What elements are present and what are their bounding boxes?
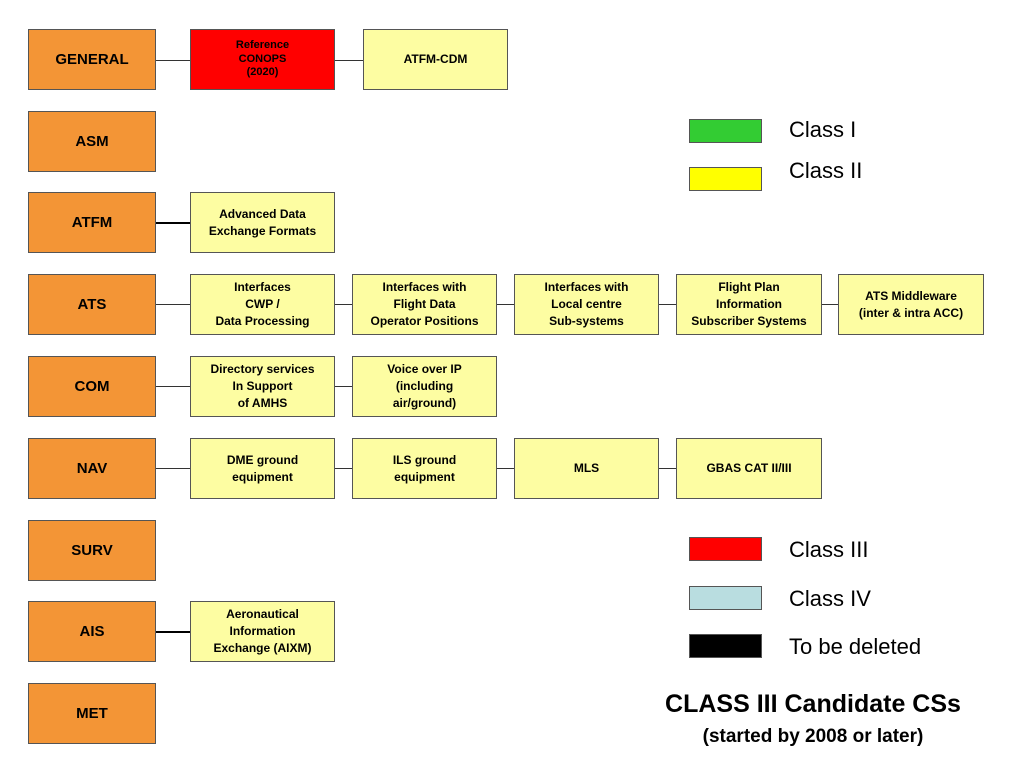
com-item-box: Voice over IP (including air/ground) [352, 356, 497, 417]
connector-line [659, 304, 676, 305]
category-ais: AIS [28, 601, 156, 662]
legend-swatch-deleted [689, 634, 762, 658]
com-item-box: Directory services In Support of AMHS [190, 356, 335, 417]
connector-line [497, 304, 514, 305]
legend-swatch-class-4 [689, 586, 762, 610]
connector-line [335, 468, 352, 469]
legend-swatch-class-3 [689, 537, 762, 561]
ais-item-box: Aeronautical Information Exchange (AIXM) [190, 601, 335, 662]
category-com: COM [28, 356, 156, 417]
connector-line [156, 304, 190, 305]
ats-item-box: Interfaces with Local centre Sub-systems [514, 274, 659, 335]
connector-line [822, 304, 838, 305]
legend-label-class-3: Class III [789, 537, 869, 562]
category-atfm: ATFM [28, 192, 156, 253]
connector-line [156, 222, 190, 224]
category-general: GENERAL [28, 29, 156, 90]
legend-label-class-1: Class I [789, 117, 857, 142]
ats-item-box: Interfaces CWP / Data Processing [190, 274, 335, 335]
connector-line [156, 60, 190, 61]
connector-line [156, 386, 190, 387]
legend-label-class-2: Class II [789, 158, 863, 183]
ats-item-box: Interfaces with Flight Data Operator Pos… [352, 274, 497, 335]
category-nav: NAV [28, 438, 156, 499]
legend-swatch-class-1 [689, 119, 762, 143]
category-surv: SURV [28, 520, 156, 581]
atfm-item-box: Advanced Data Exchange Formats [190, 192, 335, 253]
category-met: MET [28, 683, 156, 744]
connector-line [156, 468, 190, 469]
connector-line [156, 631, 190, 633]
legend-label-class-4: Class IV [789, 586, 871, 611]
connector-line [497, 468, 514, 469]
conops-box: Reference CONOPS (2020) [190, 29, 335, 90]
nav-item-box: MLS [514, 438, 659, 499]
nav-item-box: GBAS CAT II/III [676, 438, 822, 499]
connector-line [659, 468, 676, 469]
connector-line [335, 60, 363, 61]
connector-line [335, 304, 352, 305]
connector-line [335, 386, 352, 387]
category-ats: ATS [28, 274, 156, 335]
category-asm: ASM [28, 111, 156, 172]
legend-label-deleted: To be deleted [789, 634, 922, 659]
diagram-subtitle: (started by 2008 or later) [702, 726, 924, 747]
nav-item-box: DME ground equipment [190, 438, 335, 499]
ats-item-box: ATS Middleware (inter & intra ACC) [838, 274, 984, 335]
diagram-title: CLASS III Candidate CSs [665, 690, 961, 718]
ats-item-box: Flight Plan Information Subscriber Syste… [676, 274, 822, 335]
atfm-cdm-box: ATFM-CDM [363, 29, 508, 90]
nav-item-box: ILS ground equipment [352, 438, 497, 499]
legend-swatch-class-2 [689, 167, 762, 191]
